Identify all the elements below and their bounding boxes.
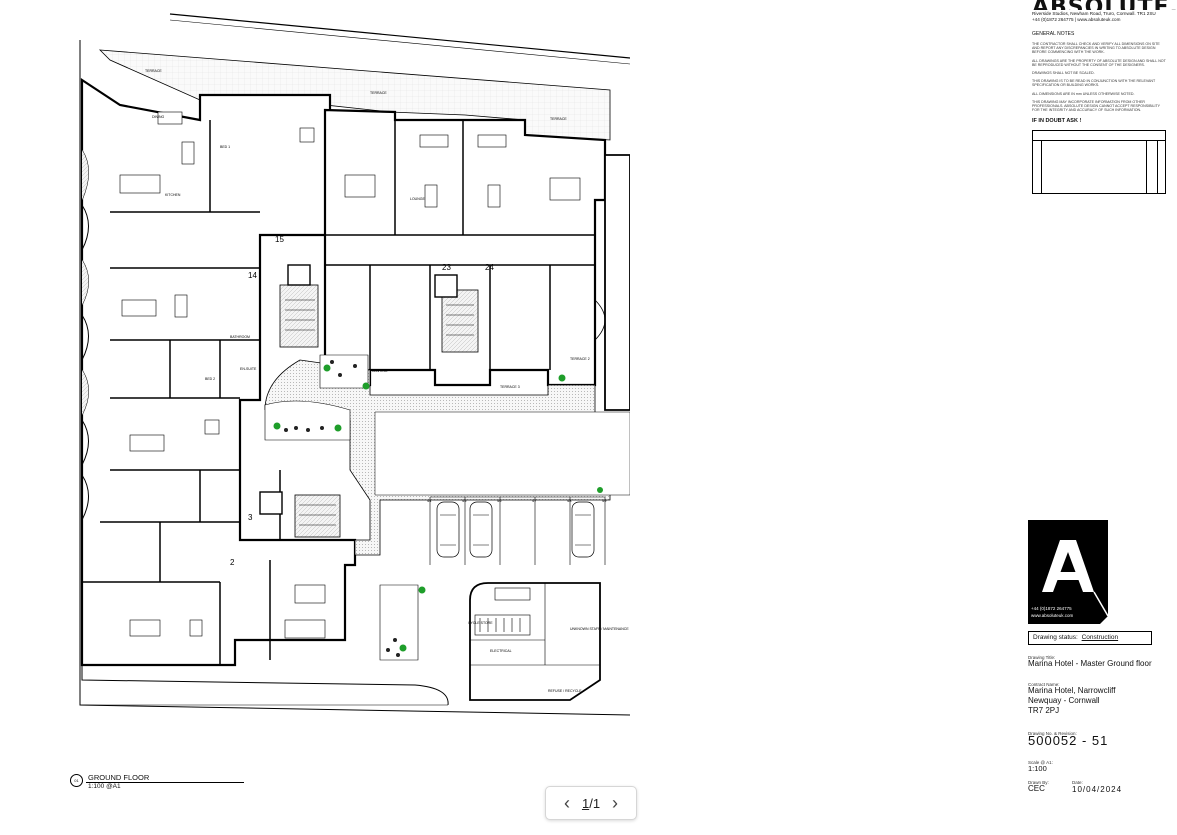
- company-address: Riverside Studios, Newham Road, Truro, C…: [1032, 11, 1156, 16]
- room-label: KITCHEN: [165, 193, 181, 197]
- revision-table-divider: [1146, 140, 1147, 193]
- if-in-doubt-notice: IF IN DOUBT ASK !: [1032, 118, 1082, 124]
- terrace-label: TERRACE 3: [500, 385, 520, 389]
- unit-number: 23: [442, 263, 451, 272]
- company-contact: +44 (0)1872 264775 | www.absoluteuk.com: [1032, 17, 1121, 22]
- revision-table-header: [1033, 131, 1165, 141]
- general-note: ALL DRAWINGS ARE THE PROPERTY OF ABSOLUT…: [1032, 58, 1166, 67]
- page-separator: /: [589, 795, 593, 811]
- title-block: ABSOLUTE. Riverside Studios, Newham Road…: [1026, 0, 1177, 835]
- room-label: DINING: [152, 115, 165, 119]
- contract-name-label: Contract Name:: [1028, 682, 1060, 687]
- general-notes: THE CONTRACTOR SHALL CHECK AND VERIFY AL…: [1032, 42, 1166, 116]
- room-label: CYCLE STORE: [468, 621, 493, 625]
- view-title-text: GROUND FLOOR: [88, 773, 150, 782]
- drawing-title: Marina Hotel - Master Ground floor: [1028, 659, 1152, 668]
- room-label: LOUNGE: [410, 197, 425, 201]
- logo-phone: +44 (0)1872 264775: [1031, 606, 1072, 611]
- drawing-number-label: Drawing No. & Revision:: [1028, 731, 1077, 736]
- contract-line: Marina Hotel, Narrowcliff: [1028, 686, 1116, 695]
- parking-bay-number: 48: [567, 498, 572, 503]
- date-value: 10/04/2024: [1072, 785, 1123, 794]
- parking-bay-number: 45: [462, 498, 467, 503]
- parking-bay-number: 44: [427, 498, 432, 503]
- view-title-underline: [86, 782, 244, 783]
- view-number-bubble: 01: [70, 774, 83, 787]
- general-note: THIS DRAWING MAY INCORPORATE INFORMATION…: [1032, 99, 1161, 113]
- next-page-button[interactable]: ›: [604, 792, 626, 814]
- drawing-title-label: Drawing Title:: [1028, 655, 1056, 660]
- unit-number: 15: [275, 235, 284, 244]
- drawing-status-value: Construction: [1081, 634, 1119, 641]
- total-pages: 1: [592, 795, 601, 811]
- parking-bay-number: 49: [602, 498, 607, 503]
- general-note: ALL DIMENSIONS ARE IN mm UNLESS OTHERWIS…: [1032, 91, 1135, 96]
- page-indicator: 1/1: [582, 796, 600, 811]
- terrace-label: TERRACE: [145, 69, 162, 73]
- room-label: BATHROOM: [230, 335, 250, 339]
- room-label: BED 2: [205, 377, 215, 381]
- room-label: REFUSE / RECYCLE: [548, 689, 582, 693]
- previous-page-button[interactable]: ‹: [556, 792, 578, 814]
- date-label: Date:: [1072, 780, 1083, 785]
- room-label: PLANTING: [370, 369, 388, 373]
- room-label: EN-SUITE: [240, 367, 257, 371]
- room-label: ELECTRICAL: [490, 649, 512, 653]
- contract-line: TR7 2PJ: [1028, 706, 1060, 715]
- scale-label: Scale @ A1:: [1028, 760, 1053, 765]
- general-note: THE CONTRACTOR SHALL CHECK AND VERIFY AL…: [1032, 42, 1160, 55]
- scale-value: 1:100: [1028, 764, 1047, 773]
- drawing-number: 500052 - 51: [1028, 733, 1109, 748]
- company-logotype: ABSOLUTE.: [1032, 0, 1177, 10]
- room-label: UNKNOWN STAFF / MAINTENANCE: [570, 627, 629, 631]
- room-label: BED 1: [220, 145, 230, 149]
- general-note: DRAWINGS SHALL NOT BE SCALED.: [1032, 71, 1095, 76]
- general-note: THIS DRAWING IS TO BE READ IN CONJUNCTIO…: [1032, 79, 1156, 88]
- terrace-label: TERRACE: [370, 91, 387, 95]
- unit-number: 14: [248, 271, 257, 280]
- revision-table-divider: [1157, 140, 1158, 193]
- revision-table-divider: [1041, 140, 1042, 193]
- drawing-status-box: Drawing status: Construction: [1028, 631, 1152, 645]
- chevron-right-icon: ›: [612, 792, 619, 813]
- revision-table: [1032, 130, 1166, 194]
- parking-bay-number: 47: [532, 498, 537, 503]
- page-navigator: ‹ 1/1 ›: [545, 786, 637, 820]
- unit-number: 3: [248, 513, 253, 522]
- drawing-status-label: Drawing status:: [1033, 634, 1078, 641]
- view-scale-text: 1:100 @A1: [88, 783, 121, 790]
- drawn-by-label: Drawn By:: [1028, 780, 1049, 785]
- terrace-label: TERRACE: [550, 117, 567, 121]
- parking-bay-number: 46: [497, 498, 502, 503]
- current-page[interactable]: 1: [581, 795, 590, 811]
- contract-line: Newquay - Cornwall: [1028, 696, 1100, 705]
- general-notes-heading: GENERAL NOTES: [1032, 31, 1075, 37]
- chevron-left-icon: ‹: [563, 792, 570, 813]
- absolute-logo-icon: [1028, 520, 1108, 624]
- unit-number: 24: [485, 263, 494, 272]
- terrace-label: TERRACE 2: [570, 357, 590, 361]
- logo-website: www.absoluteuk.com: [1031, 613, 1074, 618]
- unit-number: 2: [230, 558, 235, 567]
- drawn-by: CEC: [1028, 784, 1045, 793]
